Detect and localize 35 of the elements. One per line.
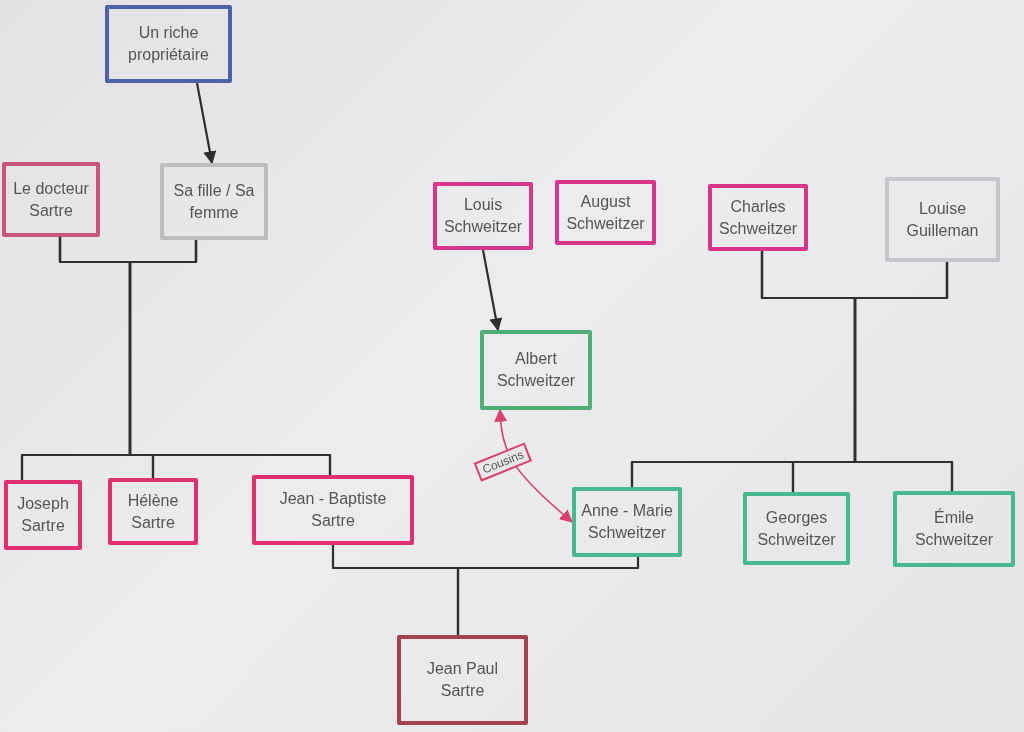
person-box	[108, 478, 198, 545]
person-box	[160, 163, 268, 240]
person-name: Anne - Marie Schweitzer	[580, 501, 674, 543]
person-box	[252, 475, 414, 545]
person-box	[4, 480, 82, 550]
person-box	[105, 5, 232, 83]
person-name: Jean - Baptiste Sartre	[278, 489, 388, 531]
connector-line	[853, 262, 954, 491]
person-name: Albert Schweitzer	[495, 349, 577, 391]
person-name: Louis Schweitzer	[442, 195, 524, 237]
person-name: Charles Schweitzer	[717, 196, 799, 239]
connector-line	[128, 240, 332, 475]
person-box	[708, 184, 808, 251]
person-name: Émile Schweitzer	[913, 507, 995, 550]
person-name: Le docteur Sartre	[12, 178, 90, 221]
person-name: Joseph Sartre	[16, 494, 70, 536]
person-box	[397, 635, 528, 725]
person-name: Jean Paul Sartre	[425, 659, 500, 701]
person-name: Hélène Sartre	[126, 490, 180, 533]
person-name: Un riche propriétaire	[127, 23, 210, 65]
person-box	[572, 487, 682, 557]
person-box	[555, 180, 656, 245]
person-box	[743, 492, 850, 565]
connector-line	[456, 557, 640, 635]
person-box	[885, 177, 1000, 262]
person-box	[893, 491, 1015, 567]
person-box	[433, 182, 533, 250]
person-name: Louise Guilleman	[905, 198, 980, 241]
arrow	[195, 82, 217, 165]
person-box	[2, 162, 100, 237]
person-name: August Schweitzer	[565, 191, 646, 234]
arrow	[481, 249, 503, 332]
person-box	[480, 330, 592, 410]
person-name: Sa fille / Sa femme	[172, 180, 256, 223]
person-name: Georges Schweitzer	[756, 507, 837, 550]
